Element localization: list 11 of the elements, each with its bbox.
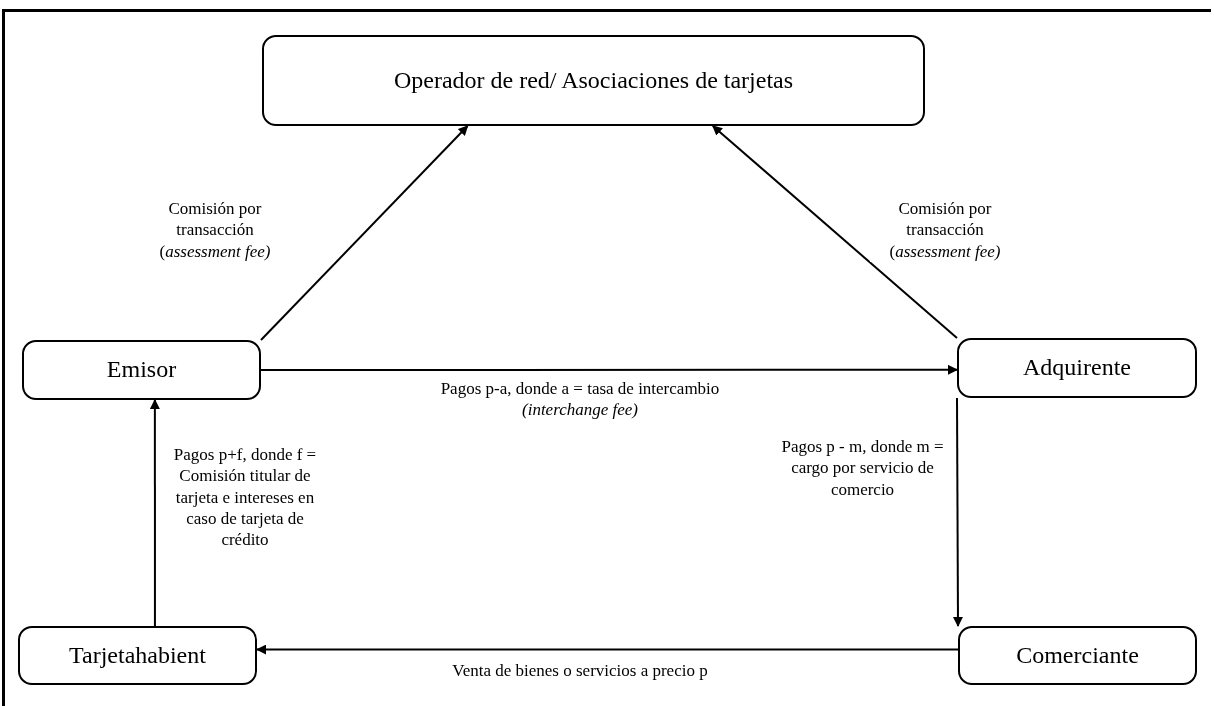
process-box: Adquirente (957, 338, 1197, 398)
process-box: Comerciante (958, 626, 1197, 685)
arrow (711, 125, 958, 339)
process-box: Operador de red/ Asociaciones de tarjetas (262, 35, 925, 126)
process-box: Tarjetahabient (18, 626, 257, 685)
arrow (256, 644, 959, 655)
arrow (952, 397, 963, 627)
process-box: Emisor (22, 340, 261, 400)
arrow (260, 125, 469, 341)
arrow (149, 399, 160, 627)
arrow (260, 364, 958, 375)
